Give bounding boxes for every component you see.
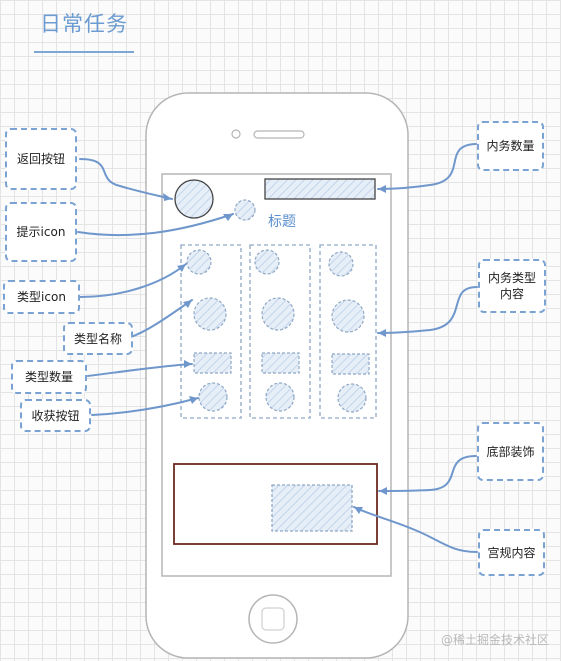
watermark: @稀土掘金技术社区 <box>441 633 550 647</box>
type-name-3 <box>331 299 365 333</box>
screen-title: 标题 <box>268 214 296 230</box>
arrow-task-type <box>377 286 478 334</box>
arrow-palace <box>353 506 478 553</box>
arrow-type-count <box>87 363 193 377</box>
arrow-hint <box>77 213 234 237</box>
type-name-1 <box>193 297 227 331</box>
arrow-back <box>79 158 173 200</box>
annotation-arrows <box>77 143 478 553</box>
collect-button-3 <box>337 383 367 413</box>
arrow-task-count <box>377 143 477 190</box>
arrow-heads <box>163 185 387 514</box>
home-button-square <box>261 607 285 631</box>
hint-icon <box>234 199 256 221</box>
phone-earpiece <box>253 130 305 139</box>
label-task-count: 内务数量 <box>477 121 544 171</box>
label-task-type: 内务类型 内容 <box>478 259 546 313</box>
type-column-2 <box>249 244 311 419</box>
label-palace-content: 宫规内容 <box>478 529 545 576</box>
type-icon-3 <box>328 251 354 277</box>
label-collect-button: 收获按钮 <box>20 399 91 432</box>
type-count-3 <box>331 353 370 375</box>
arrow-type-icon <box>79 263 187 298</box>
task-count-box <box>264 178 376 200</box>
type-column-1 <box>180 244 242 419</box>
label-back-button: 返回按钮 <box>5 128 77 190</box>
collect-button-2 <box>265 382 295 412</box>
type-name-2 <box>261 297 295 331</box>
arrow-collect <box>91 397 199 416</box>
diagram-title: 日常任务 <box>40 12 128 36</box>
label-bottom-decoration: 底部装饰 <box>477 422 544 481</box>
label-hint-icon: 提示icon <box>5 202 77 262</box>
collect-button-1 <box>198 382 228 412</box>
title-underline <box>34 51 134 53</box>
type-count-1 <box>193 352 232 374</box>
phone-camera <box>231 129 241 139</box>
arrow-bottom-deco <box>378 455 477 492</box>
label-type-name: 类型名称 <box>63 322 133 355</box>
label-type-count: 类型数量 <box>11 360 87 394</box>
palace-content-box <box>271 484 353 532</box>
back-button-icon <box>174 179 214 219</box>
type-column-3 <box>319 244 377 419</box>
type-icon-2 <box>254 249 280 275</box>
type-icon-1 <box>186 249 212 275</box>
type-count-2 <box>261 352 300 374</box>
home-button <box>248 594 298 644</box>
label-type-icon: 类型icon <box>3 280 80 314</box>
